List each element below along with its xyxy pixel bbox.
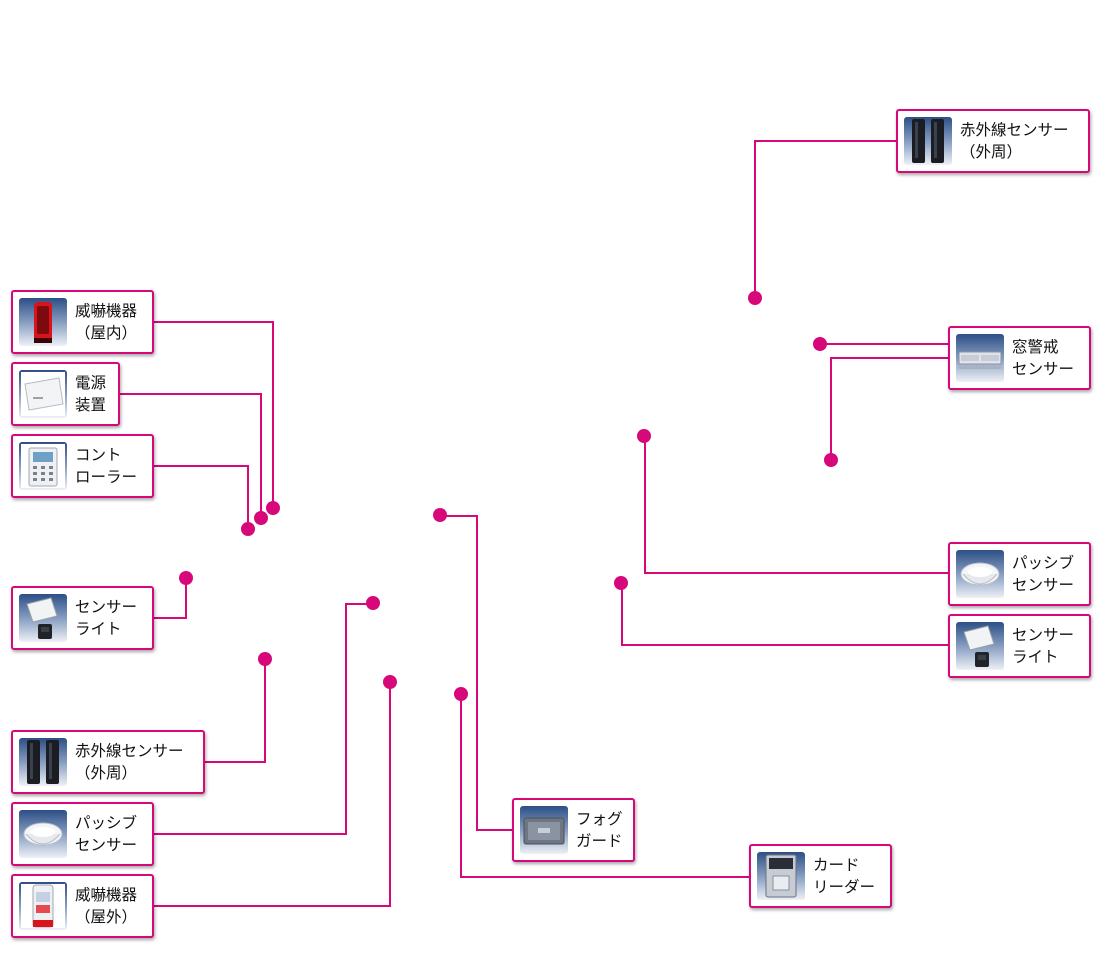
fog-guard-card[interactable]: フォグガード bbox=[512, 798, 635, 862]
card-reader-icon bbox=[757, 852, 805, 900]
controller-card[interactable]: コントローラー bbox=[11, 434, 154, 498]
fog-guard-label-line-1: フォグ bbox=[576, 810, 623, 828]
passive-sensor-left-location-dot bbox=[366, 596, 380, 610]
passive-sensor-icon bbox=[19, 810, 67, 858]
passive-sensor-right-label: パッシブセンサー bbox=[1012, 552, 1085, 596]
power-supply-location-dot bbox=[254, 511, 268, 525]
passive-sensor-right-card[interactable]: パッシブセンサー bbox=[948, 542, 1091, 606]
ir-outer-top-right-connector-line bbox=[754, 140, 896, 298]
indoor-deterrent-icon bbox=[19, 298, 67, 346]
ir-outer-top-right-label-line-2: （外周） bbox=[960, 143, 1023, 161]
sensor-light-left-location-dot bbox=[179, 571, 193, 585]
passive-sensor-right-location-dot bbox=[637, 429, 651, 443]
ir-outer-top-right-location-dot bbox=[748, 291, 762, 305]
sensor-light-left-label-line-2: ライト bbox=[75, 620, 122, 638]
power-supply-label-line-1: 電源 bbox=[75, 374, 107, 392]
fog-guard-connector-line bbox=[440, 515, 512, 831]
power-supply-label-line-2: 装置 bbox=[75, 396, 107, 414]
window-sensor-connector-line-2 bbox=[830, 357, 948, 460]
passive-sensor-right-label-line-2: センサー bbox=[1012, 576, 1075, 594]
infrared-beam-sensor-icon bbox=[904, 117, 952, 165]
deterrent-indoor-location-dot bbox=[266, 501, 280, 515]
window-sensor-card[interactable]: 窓警戒センサー bbox=[948, 326, 1091, 390]
deterrent-indoor-label-line-2: （屋内） bbox=[75, 324, 138, 342]
fog-guard-location-dot bbox=[433, 508, 447, 522]
window-sensor-location-dot-2 bbox=[824, 453, 838, 467]
power-supply-label: 電源装置 bbox=[75, 372, 114, 416]
passive-sensor-left-connector-line bbox=[154, 603, 373, 835]
card-reader-location-dot bbox=[454, 687, 468, 701]
deterrent-indoor-card[interactable]: 威嚇機器 （屋内） bbox=[11, 290, 154, 354]
passive-sensor-icon bbox=[956, 550, 1004, 598]
sensor-light-left-label: センサーライト bbox=[75, 596, 148, 640]
card-reader-card[interactable]: カードリーダー bbox=[749, 844, 892, 908]
controller-label: コントローラー bbox=[75, 444, 148, 488]
deterrent-outdoor-label-line-2: （屋外） bbox=[75, 908, 138, 926]
sensor-light-right-label: センサーライト bbox=[1012, 624, 1085, 668]
power-supply-connector-line bbox=[120, 393, 262, 518]
window-sensor-label: 窓警戒センサー bbox=[1012, 336, 1085, 380]
fog-guard-label-line-2: ガード bbox=[576, 832, 623, 850]
ir-outer-top-right-card[interactable]: 赤外線センサー （外周） bbox=[896, 109, 1090, 173]
ir-outer-top-right-label-line-1: 赤外線センサー bbox=[960, 121, 1069, 139]
deterrent-outdoor-card[interactable]: 威嚇機器 （屋外） bbox=[11, 874, 154, 938]
fog-guard-icon bbox=[520, 806, 568, 854]
controller-location-dot bbox=[241, 522, 255, 536]
ir-outer-bottom-left-label-line-1: 赤外線センサー bbox=[75, 742, 184, 760]
sensor-light-left-card[interactable]: センサーライト bbox=[11, 586, 154, 650]
ir-outer-bottom-left-card[interactable]: 赤外線センサー （外周） bbox=[11, 730, 205, 794]
card-reader-label: カードリーダー bbox=[813, 854, 886, 898]
sensor-light-right-card[interactable]: センサーライト bbox=[948, 614, 1091, 678]
sensor-light-icon bbox=[19, 594, 67, 642]
sensor-light-right-label-line-1: センサー bbox=[1012, 626, 1075, 644]
deterrent-outdoor-label: 威嚇機器 （屋外） bbox=[75, 884, 148, 928]
passive-sensor-left-card[interactable]: パッシブセンサー bbox=[11, 802, 154, 866]
power-supply-card[interactable]: 電源装置 bbox=[11, 362, 120, 426]
window-alarm-sensor-icon bbox=[956, 334, 1004, 382]
passive-sensor-left-label: パッシブセンサー bbox=[75, 812, 148, 856]
sensor-light-left-label-line-1: センサー bbox=[75, 598, 138, 616]
sensor-light-right-location-dot bbox=[614, 576, 628, 590]
sensor-light-right-connector-line bbox=[621, 583, 948, 646]
sensor-light-left-connector-line bbox=[154, 578, 187, 619]
passive-sensor-right-connector-line bbox=[644, 436, 948, 574]
deterrent-outdoor-location-dot bbox=[383, 675, 397, 689]
window-sensor-label-line-1: 窓警戒 bbox=[1012, 338, 1059, 356]
ir-outer-bottom-left-label: 赤外線センサー （外周） bbox=[75, 740, 199, 784]
ir-outer-bottom-left-connector-line bbox=[205, 659, 266, 763]
controller-label-line-2: ローラー bbox=[75, 468, 138, 486]
ir-outer-top-right-label: 赤外線センサー （外周） bbox=[960, 119, 1084, 163]
card-reader-label-line-1: カード bbox=[813, 856, 860, 874]
passive-sensor-left-label-line-2: センサー bbox=[75, 836, 138, 854]
card-reader-label-line-2: リーダー bbox=[813, 878, 876, 896]
sensor-light-right-label-line-2: ライト bbox=[1012, 648, 1059, 666]
controller-icon bbox=[19, 442, 67, 490]
controller-connector-line bbox=[154, 465, 249, 529]
fog-guard-label: フォグガード bbox=[576, 808, 629, 852]
ir-outer-bottom-left-location-dot bbox=[258, 652, 272, 666]
card-reader-connector-line bbox=[460, 694, 749, 878]
window-sensor-label-line-2: センサー bbox=[1012, 360, 1075, 378]
deterrent-indoor-label-line-1: 威嚇機器 bbox=[75, 302, 138, 320]
deterrent-outdoor-label-line-1: 威嚇機器 bbox=[75, 886, 138, 904]
window-sensor-location-dot bbox=[813, 337, 827, 351]
controller-label-line-1: コント bbox=[75, 446, 122, 464]
power-supply-icon bbox=[19, 370, 67, 418]
infrared-beam-sensor-icon bbox=[19, 738, 67, 786]
deterrent-indoor-connector-line bbox=[154, 321, 274, 508]
deterrent-indoor-label: 威嚇機器 （屋内） bbox=[75, 300, 148, 344]
sensor-light-icon bbox=[956, 622, 1004, 670]
passive-sensor-right-label-line-1: パッシブ bbox=[1012, 554, 1075, 572]
deterrent-outdoor-connector-line bbox=[154, 682, 391, 907]
outdoor-deterrent-icon bbox=[19, 882, 67, 930]
passive-sensor-left-label-line-1: パッシブ bbox=[75, 814, 138, 832]
ir-outer-bottom-left-label-line-2: （外周） bbox=[75, 764, 138, 782]
